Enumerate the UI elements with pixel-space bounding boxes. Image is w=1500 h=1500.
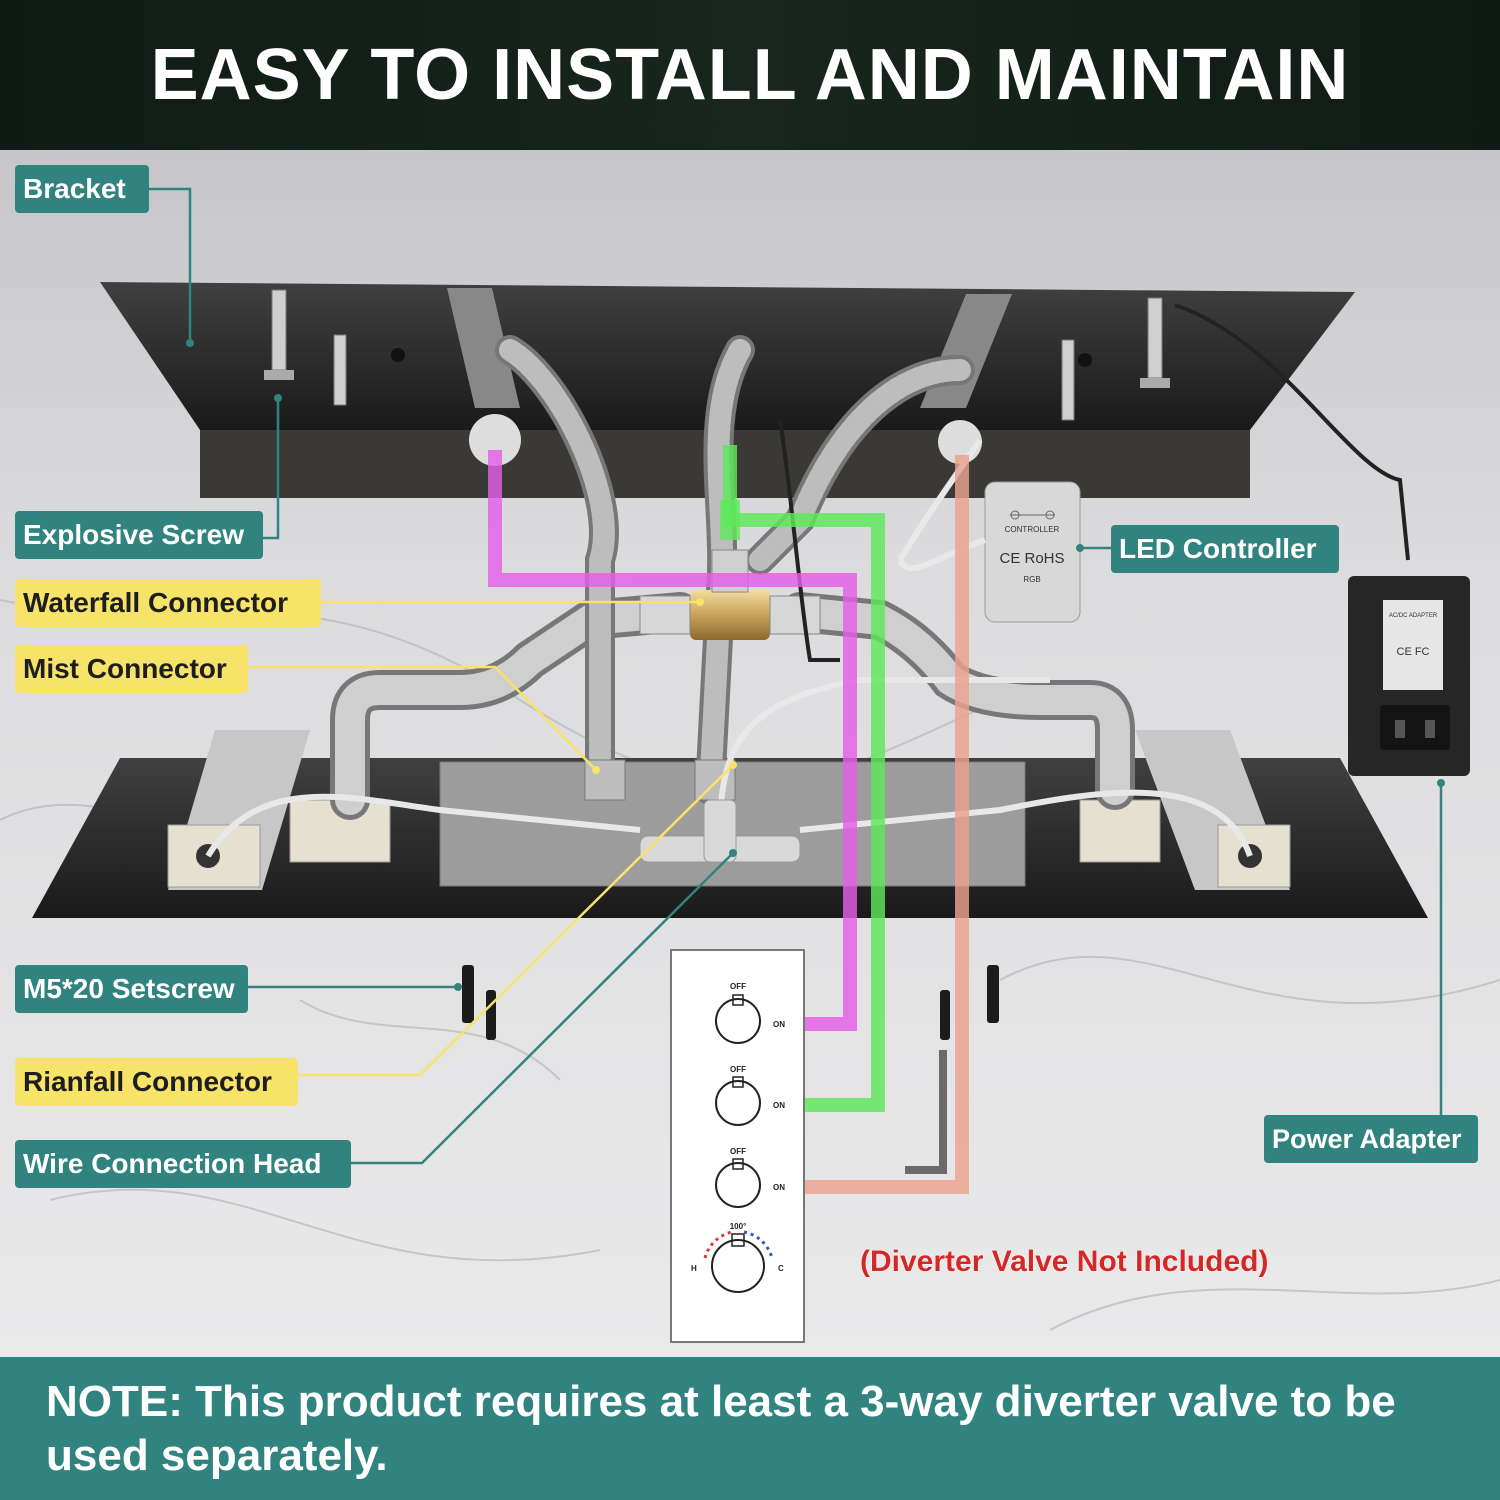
bracket-pipe-hole <box>469 414 521 466</box>
valve-on-label: ON <box>773 1020 785 1029</box>
adapter-title: AC/DC ADAPTER <box>1389 613 1438 619</box>
valve-temp-label: 100° <box>730 1222 747 1231</box>
label-bracket: Bracket <box>15 165 149 213</box>
waterfall-flow-line <box>488 450 857 1031</box>
leader-lines <box>148 187 1445 1165</box>
label-power-adapter: Power Adapter <box>1264 1115 1478 1163</box>
mist-flow-line <box>805 455 969 1194</box>
valve-off-label: OFF <box>730 1147 746 1156</box>
controller-certs: CE RoHS <box>999 550 1064 567</box>
valve-off-label: OFF <box>730 1065 746 1074</box>
led-controller-unit: CONTROLLER CE RoHS RGB <box>984 481 1081 623</box>
pipes <box>330 335 1135 820</box>
hex-key-icon <box>905 1050 947 1174</box>
label-m5-setscrew: M5*20 Setscrew <box>15 965 248 1013</box>
wire-connection-head <box>639 799 801 863</box>
power-cord <box>1174 303 1410 561</box>
connector-nut <box>769 595 821 635</box>
valve-on-label: ON <box>773 1183 785 1192</box>
hot-arc <box>703 1230 733 1259</box>
bracket-hole <box>1078 353 1092 367</box>
label-rianfall-connector: Rianfall Connector <box>15 1058 298 1106</box>
footer-note: NOTE: This product requires at least a 3… <box>46 1377 1396 1480</box>
label-waterfall-connector: Waterfall Connector <box>15 579 321 627</box>
power-cord-inner <box>778 419 840 662</box>
flow-lines <box>488 445 969 1194</box>
label-led-controller: LED Controller <box>1111 525 1339 573</box>
rainfall-highlight <box>720 500 740 540</box>
controller-brand: CONTROLLER <box>1005 525 1060 534</box>
controller-mode: RGB <box>1023 575 1040 584</box>
bracket-hole <box>391 348 405 362</box>
bracket-strap-left <box>447 288 520 408</box>
diverter-not-included-note: (Diverter Valve Not Included) <box>859 1245 1269 1279</box>
cold-arc <box>743 1230 774 1259</box>
valve-cold-label: C <box>778 1264 784 1273</box>
adapter-certs: CE FC <box>1397 646 1430 658</box>
valve-on-label: ON <box>773 1101 785 1110</box>
setscrew-icon <box>462 965 999 1040</box>
diverter-valve-panel: OFF ON OFF ON OFF ON 100° H C <box>670 949 805 1343</box>
plug-icon <box>1380 705 1450 750</box>
power-adapter-unit: AC/DC ADAPTER CE FC <box>1348 576 1470 776</box>
label-wire-connection-head: Wire Connection Head <box>15 1140 351 1188</box>
led-wires <box>205 438 1253 858</box>
valve-knob-icon <box>711 994 765 1293</box>
valve-off-label: OFF <box>730 982 746 991</box>
label-explosive-screw: Explosive Screw <box>15 511 263 559</box>
header-banner: EASY TO INSTALL AND MAINTAIN <box>0 0 1500 150</box>
page-title: EASY TO INSTALL AND MAINTAIN <box>150 35 1350 115</box>
explosive-screw-icon <box>264 289 1170 421</box>
valve-hot-label: H <box>691 1264 697 1273</box>
rainfall-flow-line <box>723 445 885 1112</box>
brass-t-connector <box>690 590 770 640</box>
label-mist-connector: Mist Connector <box>15 645 248 693</box>
footer-banner: NOTE: This product requires at least a 3… <box>0 1357 1500 1500</box>
